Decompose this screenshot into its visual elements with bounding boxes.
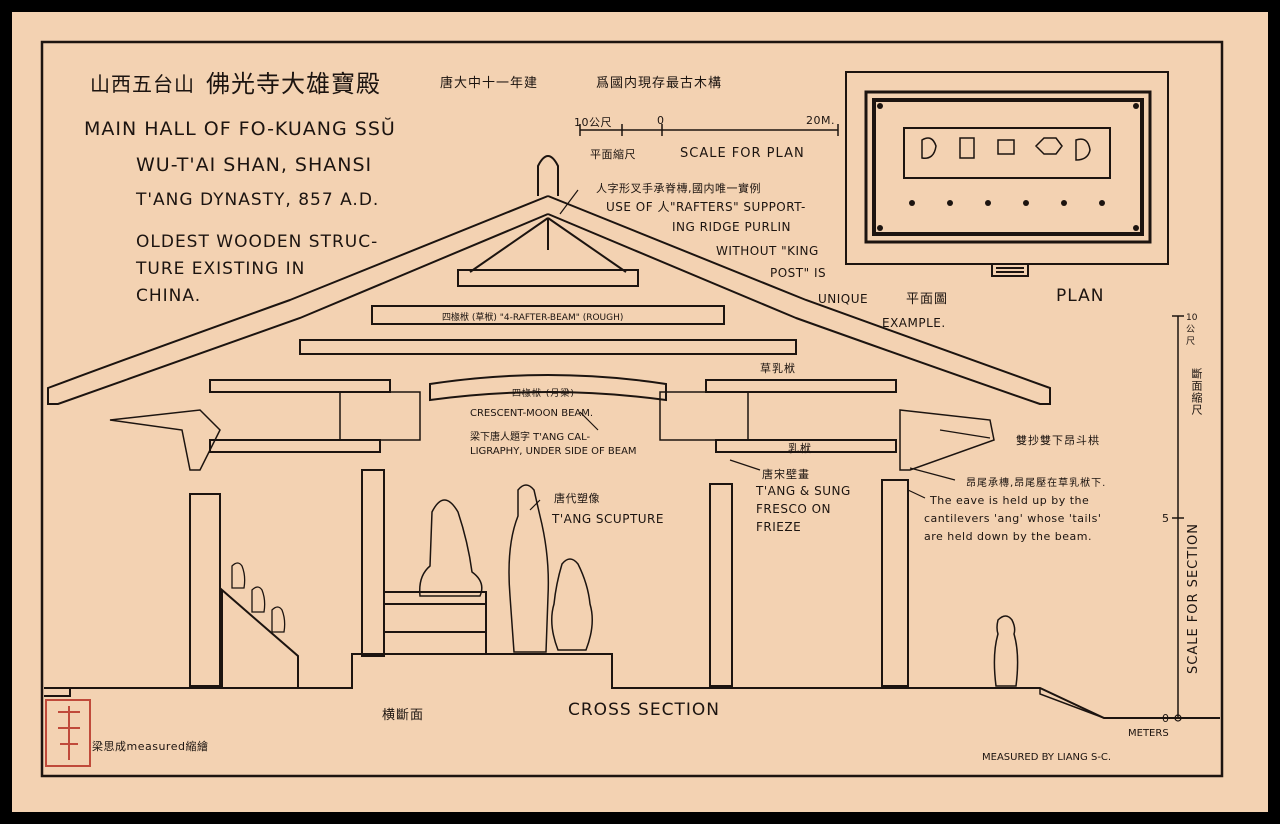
section-label-cn: 横斷面 bbox=[382, 708, 425, 723]
rafters-note-3: WITHOUT "KING bbox=[716, 244, 819, 258]
plan-scale-label-cn: 平面縮尺 bbox=[590, 148, 636, 161]
lower-stairs bbox=[1039, 688, 1105, 719]
leader-lines bbox=[529, 189, 991, 511]
calligraphy-note-2: LIGRAPHY, UNDER SIDE OF BEAM bbox=[470, 446, 637, 457]
fresco-note-cn: 唐宋壁畫 bbox=[762, 468, 810, 481]
plan-scale-label-en: SCALE FOR PLAN bbox=[680, 146, 805, 161]
plan-scale-bar bbox=[579, 124, 839, 136]
rafters-note-2: ING RIDGE PURLIN bbox=[672, 220, 791, 234]
column-outer-left bbox=[189, 493, 221, 687]
description-line-1: OLDEST WOODEN STRUC- bbox=[136, 232, 379, 252]
moon-beam-label-cn: 四椽栿 (月梁) bbox=[512, 389, 575, 399]
section-scale-label-cn: 斷面縮尺 bbox=[1190, 368, 1203, 416]
plan-scale-tick-right: 20M. bbox=[806, 114, 835, 127]
fresco-note-2: FRESCO ON bbox=[756, 502, 831, 516]
plan-label-en: PLAN bbox=[1056, 286, 1105, 306]
description-line-3: CHINA. bbox=[136, 286, 202, 306]
roof-right bbox=[547, 195, 1051, 405]
title-line-1: MAIN HALL OF FO-KUANG SSŬ bbox=[84, 118, 396, 140]
ridge-ornament bbox=[537, 155, 559, 196]
calligraphy-note-1: 梁下唐人題字 T'ANG CAL- bbox=[470, 432, 591, 443]
section-scale-label-en: SCALE FOR SECTION bbox=[1186, 523, 1201, 674]
moon-beam-label-en: CRESCENT-MOON BEAM. bbox=[470, 408, 594, 419]
altar bbox=[383, 591, 487, 655]
bracket-note-cn: 雙抄雙下昂斗栱 bbox=[1016, 434, 1100, 447]
ground-line bbox=[44, 587, 1220, 719]
sculpture-small bbox=[551, 558, 593, 651]
beam-upper bbox=[457, 269, 639, 287]
rafters-note-5: UNIQUE bbox=[818, 292, 869, 306]
ru-fu-right bbox=[715, 439, 897, 453]
eave-note-3: are held down by the beam. bbox=[924, 530, 1092, 543]
ru-fu-left bbox=[209, 439, 381, 453]
column-outer-right bbox=[881, 479, 909, 687]
plan-inner bbox=[903, 127, 1111, 179]
human-figure bbox=[993, 615, 1019, 687]
section-scale-bar bbox=[1172, 315, 1184, 719]
four-rafter-beam bbox=[371, 305, 725, 325]
four-rafter-beam-label: 四椽栿 (草栿) "4-RAFTER-BEAM" (ROUGH) bbox=[442, 313, 624, 323]
sculpture-seated bbox=[418, 499, 483, 597]
rafters-note-6: EXAMPLE. bbox=[882, 316, 946, 330]
rafters-note-4: POST" IS bbox=[770, 266, 827, 280]
cha-shou bbox=[469, 217, 627, 273]
column-inner-left bbox=[361, 469, 385, 657]
crescent-moon-beam bbox=[429, 374, 667, 402]
fresco-note-1: T'ANG & SUNG bbox=[756, 484, 851, 498]
fresco-note-3: FRIEZE bbox=[756, 520, 802, 534]
section-label-en: CROSS SECTION bbox=[568, 700, 720, 720]
rafters-note-1: USE OF 人"RAFTERS" SUPPORT- bbox=[606, 200, 806, 214]
plan-outer bbox=[845, 71, 1169, 265]
cao-ru-fu-label: 草乳栿 bbox=[760, 362, 796, 375]
roof-left bbox=[47, 195, 549, 405]
ru-fu-label: 乳栿 bbox=[788, 442, 812, 455]
seal-marks bbox=[58, 706, 80, 760]
artist-seal bbox=[45, 699, 91, 767]
sculpture-note-cn: 唐代塑像 bbox=[554, 492, 600, 505]
eave-note-1: The eave is held up by the bbox=[930, 494, 1090, 507]
plan-scale-tick-left: 10公尺 bbox=[574, 116, 612, 129]
side-figures bbox=[231, 562, 286, 633]
title-line-3: T'ANG DYNASTY, 857 A.D. bbox=[136, 190, 380, 210]
sculpture-standing bbox=[508, 484, 550, 653]
beam-lower-right bbox=[705, 379, 897, 393]
credit-en: MEASURED BY LIANG S-C. bbox=[982, 752, 1112, 763]
section-scale-mid: 5 bbox=[1162, 512, 1170, 525]
plan-scale-tick-zero: 0 bbox=[657, 114, 665, 127]
eave-note-cn: 昂尾承槫,昂尾壓在草乳栿下. bbox=[966, 478, 1107, 489]
plan-statues bbox=[921, 137, 1091, 161]
plan-columns bbox=[877, 103, 1139, 231]
sculpture-note-en: T'ANG SCUPTURE bbox=[552, 512, 664, 526]
chinese-title-main: 佛光寺大雄寶殿 bbox=[206, 70, 381, 98]
credit-cn: 梁思成measured縮繪 bbox=[92, 740, 209, 753]
chinese-date: 唐大中十一年建 bbox=[440, 76, 539, 91]
beam-lower-left bbox=[209, 379, 391, 393]
beam-mid bbox=[299, 339, 797, 355]
plan-walls bbox=[872, 98, 1144, 236]
plan-platform bbox=[864, 90, 1152, 244]
plan-label-cn: 平面圖 bbox=[906, 292, 949, 307]
plan-steps bbox=[991, 264, 1029, 277]
eave-note-2: cantilevers 'ang' whose 'tails' bbox=[924, 512, 1102, 525]
rafters-note-cn: 人字形叉手承脊槫,國内唯一實例 bbox=[596, 182, 761, 195]
chinese-title-prefix: 山西五台山 bbox=[90, 72, 195, 96]
section-scale-unit: METERS bbox=[1128, 728, 1169, 739]
section-scale-zero: 0 bbox=[1162, 712, 1170, 725]
section-scale-top: 10公尺 bbox=[1186, 313, 1198, 347]
frame-border bbox=[40, 40, 1224, 778]
chinese-note: 爲國内現存最古木構 bbox=[596, 76, 723, 91]
title-line-2: WU-T'AI SHAN, SHANSI bbox=[136, 154, 373, 176]
column-inner-right bbox=[709, 483, 733, 687]
description-line-2: TURE EXISTING IN bbox=[136, 259, 306, 279]
brackets bbox=[109, 391, 995, 471]
